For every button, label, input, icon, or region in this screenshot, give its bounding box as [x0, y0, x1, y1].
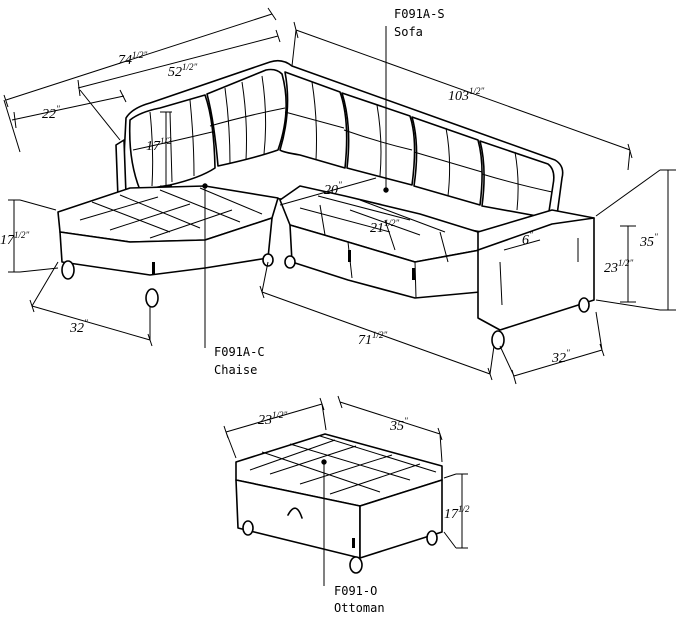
chaise-name: Chaise: [214, 363, 257, 377]
dim-arm-height: 231/2": [604, 258, 634, 276]
back-cushion: [206, 68, 287, 167]
dim-ottoman-depth: 231/2": [258, 410, 288, 428]
back-tufting: [149, 75, 267, 187]
chaise-zipper: [152, 262, 155, 274]
dim-sofa-depth: 32": [551, 348, 570, 366]
ottoman-leg: [242, 520, 254, 536]
dim-sofa-base-length: 711/2": [358, 330, 388, 348]
sofa-name: Sofa: [394, 25, 423, 39]
dim-ottoman-length: 35": [389, 416, 408, 434]
sofa-code: F091A-S: [394, 7, 445, 21]
sofa-leg: [491, 330, 505, 350]
arm-stitching: [499, 238, 579, 306]
back-cushion: [128, 94, 216, 191]
dim-chaise-seat-height: 171/2": [0, 230, 30, 248]
chaise-leg: [145, 288, 159, 308]
back-cushion: [279, 71, 348, 169]
dim-chaise-width: 32": [69, 318, 88, 336]
sofa-zipper: [412, 268, 415, 280]
dim-back-cushion-height: 171/2: [146, 136, 172, 154]
sofa-arm-top: [477, 217, 595, 251]
ottoman-zipper: [352, 538, 355, 548]
sofa-leg: [284, 255, 296, 269]
ottoman-front-right: [359, 479, 443, 559]
sectional-sofa-drawing: [57, 59, 595, 350]
ottoman-tufting: [249, 435, 437, 495]
product-captions: F091A-S Sofa F091A-C Chaise F091-O Ottom…: [214, 7, 445, 615]
back-tufting: [132, 81, 553, 211]
chaise-tufting: [79, 187, 263, 239]
sofa-right-arm: [477, 209, 595, 331]
dim-sofa-total-length: 1031/2": [448, 86, 485, 104]
chaise-leg: [262, 253, 274, 267]
dim-sofa-height: 35": [639, 232, 658, 250]
back-cushion: [411, 116, 483, 206]
dimension-lines: [3, 7, 676, 586]
ottoman-lid-notch: [287, 507, 303, 519]
chaise-code: F091A-C: [214, 345, 265, 359]
dim-overall-left: 741/2": [118, 50, 148, 68]
dim-ottoman-height: 171/2: [444, 504, 470, 522]
sofa-zipper: [348, 250, 351, 262]
dimension-labels: 741/2" 521/2" 22" 171/2 1031/2" 35" 231/…: [0, 50, 658, 522]
dim-seat-depth: 20": [324, 180, 342, 198]
dim-seat-height: 211/2": [370, 218, 400, 236]
ottoman-leg: [426, 530, 438, 546]
back-cushion: [341, 92, 416, 186]
chaise-leg: [61, 260, 75, 280]
sofa-leg: [578, 297, 590, 313]
ottoman-drawing: [235, 433, 443, 574]
ottoman-leg: [349, 556, 363, 574]
dim-arm-width: 6": [522, 230, 533, 248]
dim-back-depth: 22": [42, 104, 60, 122]
dim-chaise-length: 521/2": [168, 62, 198, 80]
ottoman-code: F091-O: [334, 584, 377, 598]
ottoman-name: Ottoman: [334, 601, 385, 615]
